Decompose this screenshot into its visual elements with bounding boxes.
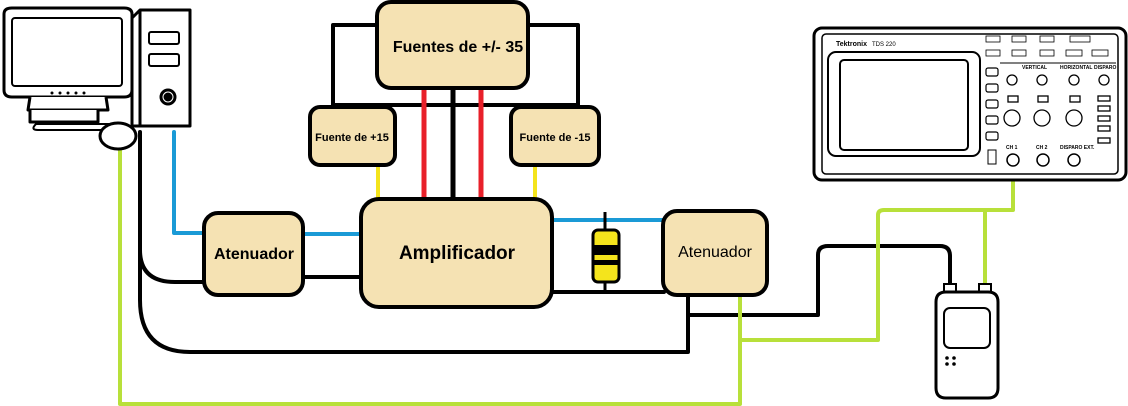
wire-black-atten-probe	[686, 244, 952, 317]
block-amplificador-label: Amplificador	[399, 243, 516, 264]
capacitor-component	[591, 212, 621, 292]
wire-lime-pc	[118, 146, 742, 406]
wire-black-pc-loop	[138, 248, 690, 354]
block-fuente-neg15-label: Fuente de -15	[520, 132, 591, 144]
wire-blue-pc-atten	[172, 130, 207, 235]
block-amplificador: Amplificador	[359, 197, 554, 309]
scope-brand: Tektronix	[836, 41, 867, 48]
scope-ch1-label: CH 1	[1006, 145, 1018, 151]
scope-model: TDS 220	[872, 42, 896, 48]
block-atenuador-left: Atenuador	[202, 211, 305, 297]
block-atenuador-left-label: Atenuador	[214, 246, 294, 263]
block-atenuador-right-label: Atenuador	[678, 244, 753, 261]
block-fuente-pos15: Fuente de +15	[308, 105, 397, 167]
scope-section-vertical: VERTICAL	[1022, 65, 1047, 71]
block-atenuador-right: Atenuador	[661, 209, 769, 297]
scope-ch1-connector	[1006, 153, 1020, 167]
handheld-meter-icon	[934, 283, 1000, 400]
block-fuentes-35-label: Fuentes de +/- 35	[393, 39, 523, 56]
block-fuente-pos15-label: Fuente de +15	[315, 132, 389, 144]
scope-ext-label: DISPARO EXT.	[1060, 145, 1095, 151]
scope-ch2-label: CH 2	[1036, 145, 1048, 151]
computer-icon	[2, 6, 192, 151]
scope-section-trigger: DISPARO	[1094, 65, 1117, 71]
scope-section-horizontal: HORIZONTAL	[1060, 65, 1092, 71]
block-fuentes-35: Fuentes de +/- 35	[375, 0, 530, 90]
oscilloscope: Tektronix TDS 220 VERTICAL HORIZONTAL DI…	[812, 26, 1128, 182]
block-fuente-neg15: Fuente de -15	[509, 105, 601, 167]
wire-lime-atten-scope	[738, 163, 1015, 342]
